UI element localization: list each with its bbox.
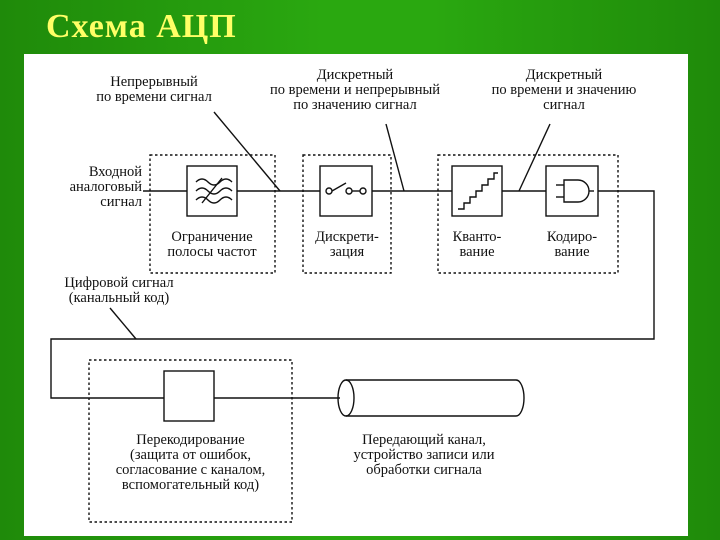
slide-title: Схема АЦП bbox=[46, 8, 237, 45]
label-line: Цифровой сигнал bbox=[64, 275, 174, 291]
caption-sampling: Дискрети- зация bbox=[305, 230, 389, 260]
caption-line: Дискрети- bbox=[315, 229, 379, 245]
diagram-panel: Непрерывный по времени сигнал Дискретный… bbox=[24, 54, 688, 536]
group-box-sampling bbox=[302, 154, 392, 274]
label-line: (канальный код) bbox=[68, 290, 170, 306]
label-discrete-value: Дискретный по времени и значению сигнал bbox=[474, 68, 654, 113]
lowpass-filter-icon bbox=[195, 177, 233, 204]
label-line: по времени и значению bbox=[491, 82, 637, 98]
label-line: аналоговый bbox=[69, 179, 142, 195]
caption-line: согласование с каналом, bbox=[115, 462, 266, 478]
caption-line: вание bbox=[554, 244, 590, 260]
label-continuous-signal: Непрерывный по времени сигнал bbox=[84, 75, 224, 105]
caption-coding: Кодиро- вание bbox=[532, 230, 612, 260]
label-discrete-time: Дискретный по времени и непрерывный по з… bbox=[242, 68, 468, 113]
pointer-discrete-value bbox=[518, 123, 551, 192]
caption-line: (защита от ошибок, bbox=[130, 447, 251, 463]
label-input-signal: Входной аналоговый сигнал bbox=[42, 165, 142, 210]
caption-line: обработки сигнала bbox=[366, 462, 482, 478]
caption-line: вспомогательный код) bbox=[121, 477, 260, 493]
label-line: сигнал bbox=[100, 194, 142, 210]
recoding-block bbox=[163, 370, 215, 422]
pointer-discrete-time bbox=[385, 123, 405, 192]
and-gate-icon bbox=[556, 179, 594, 203]
caption-quantization: Кванто- вание bbox=[438, 230, 516, 260]
caption-recoding: Перекодирование (защита от ошибок, согла… bbox=[94, 433, 287, 493]
label-line: по времени и непрерывный bbox=[269, 82, 441, 98]
diagram-graphics bbox=[50, 111, 655, 523]
caption-line: Кванто- bbox=[452, 229, 502, 245]
staircase-icon bbox=[458, 172, 498, 210]
label-line: по значению сигнал bbox=[293, 97, 417, 113]
label-digital-signal: Цифровой сигнал (канальный код) bbox=[54, 276, 184, 306]
label-line: Дискретный bbox=[316, 67, 394, 83]
caption-line: Передающий канал, bbox=[362, 432, 486, 448]
label-line: сигнал bbox=[543, 97, 585, 113]
pointer-continuous bbox=[213, 111, 281, 192]
group-box-filter bbox=[149, 154, 276, 274]
label-line: по времени сигнал bbox=[96, 89, 212, 105]
label-line: Дискретный bbox=[525, 67, 603, 83]
caption-band-limit: Ограничение полосы частот bbox=[156, 230, 268, 260]
sampling-switch-icon bbox=[325, 182, 367, 195]
caption-line: устройство записи или bbox=[353, 447, 495, 463]
caption-line: Ограничение bbox=[171, 229, 253, 245]
label-line: Входной bbox=[88, 164, 142, 180]
pointer-digital bbox=[109, 307, 137, 340]
label-line: Непрерывный bbox=[110, 74, 198, 90]
caption-line: полосы частот bbox=[167, 244, 257, 260]
caption-line: вание bbox=[459, 244, 495, 260]
signal-line-top bbox=[50, 190, 655, 399]
group-box-recoding bbox=[88, 359, 293, 523]
caption-line: Кодиро- bbox=[546, 229, 598, 245]
caption-line: Перекодирование bbox=[136, 432, 245, 448]
caption-line: зация bbox=[329, 244, 365, 260]
group-box-quant-code bbox=[437, 154, 619, 274]
caption-channel: Передающий канал, устройство записи или … bbox=[324, 433, 524, 478]
cylinder-pipe-icon bbox=[337, 379, 525, 417]
